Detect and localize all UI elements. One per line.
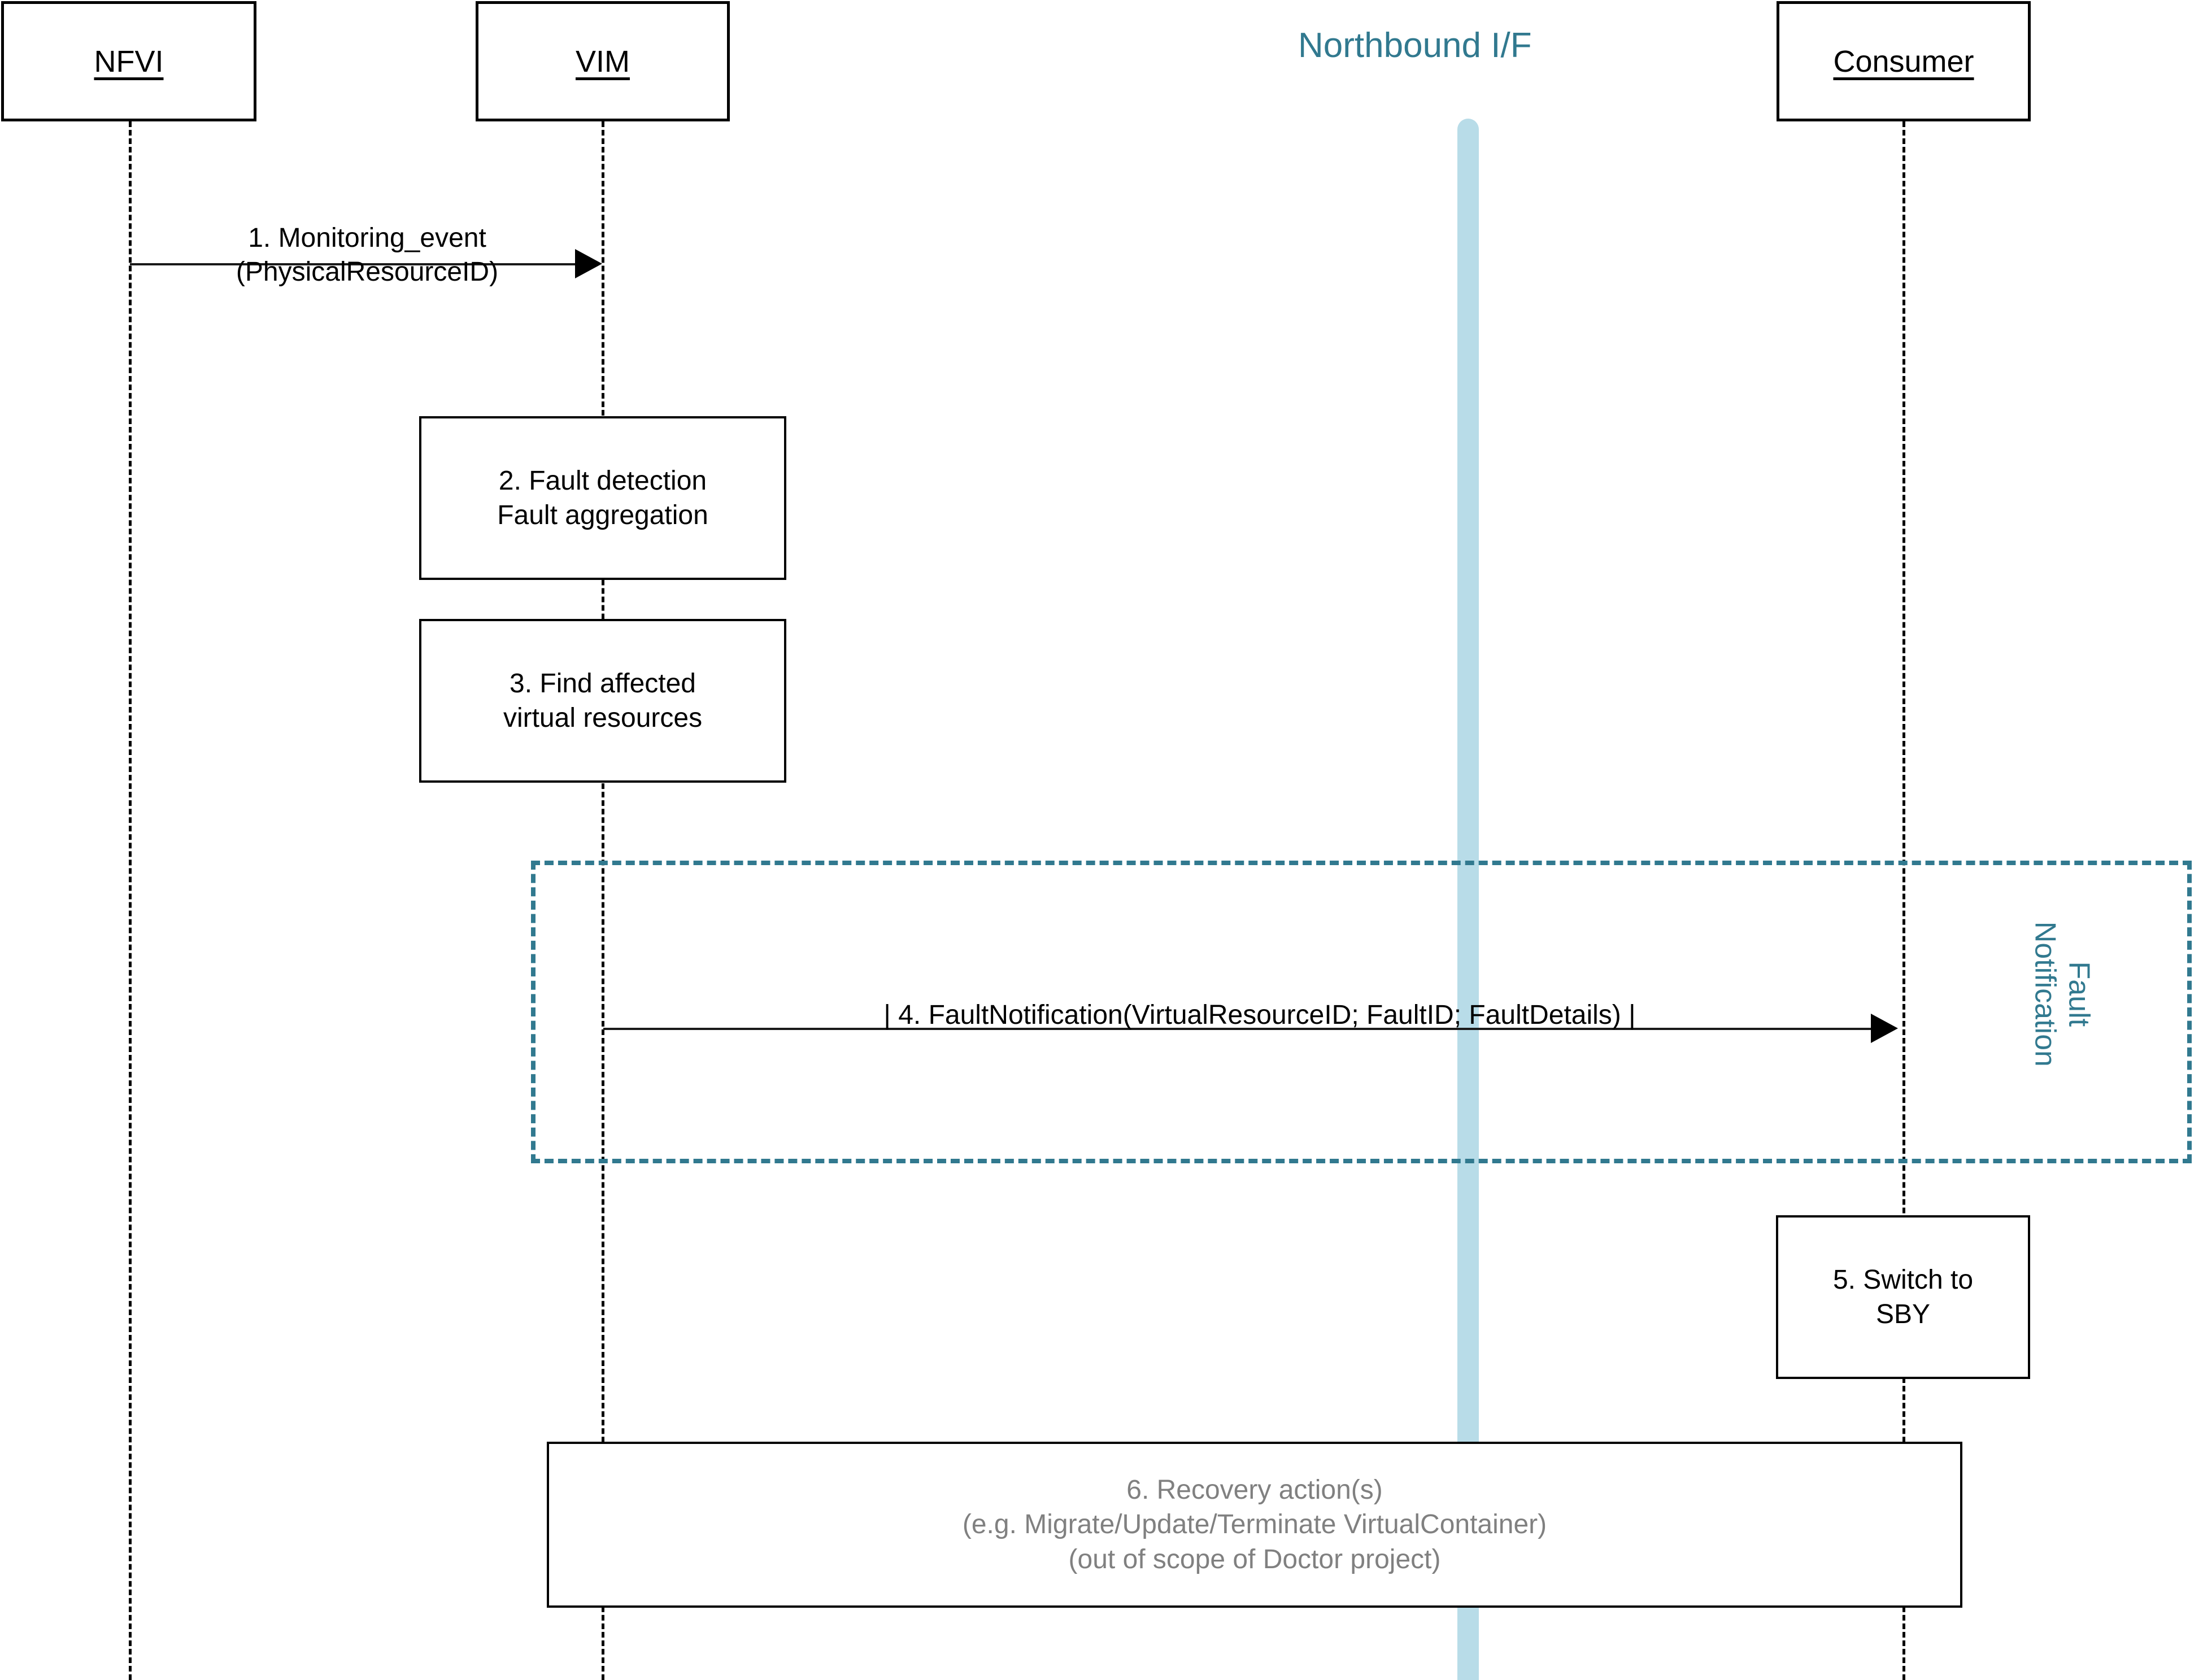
lifeline-vim — [602, 121, 604, 1680]
actor-box-nfvi[interactable]: NFVI — [1, 1, 256, 121]
message-1-arrowhead — [575, 249, 602, 278]
action-box-3-line1: 3. Find affected — [510, 668, 696, 699]
action-box-5-line1: 5. Switch to — [1832, 1264, 1974, 1295]
action-box-2-line1: 2. Fault detection — [498, 465, 707, 496]
action-box-3-line2: virtual resources — [503, 703, 703, 733]
actor-label-vim: VIM — [575, 44, 630, 78]
message-4-line — [603, 1028, 1874, 1030]
action-box-6-line1: 6. Recovery action(s) — [1126, 1474, 1383, 1505]
lifeline-nfvi — [129, 121, 132, 1680]
action-box-find-affected-resources[interactable]: 3. Find affected virtual resources — [419, 619, 786, 783]
message-4-arrowhead — [1871, 1014, 1898, 1043]
message-1-label: 1. Monitoring_event (PhysicalResourceID) — [169, 221, 565, 290]
action-box-recovery-actions[interactable]: 6. Recovery action(s) (e.g. Migrate/Upda… — [547, 1442, 1962, 1608]
northbound-interface-bar — [1457, 119, 1479, 1680]
action-box-6-line2: (e.g. Migrate/Update/Terminate VirtualCo… — [962, 1509, 1547, 1540]
message-4-label: | 4. FaultNotification(VirtualResourceID… — [667, 998, 1853, 1032]
fault-notification-fragment[interactable] — [531, 861, 2192, 1163]
action-box-switch-to-sby[interactable]: 5. Switch to SBY — [1776, 1215, 2030, 1379]
message-1-label-line2: (PhysicalResourceID) — [236, 257, 499, 287]
actor-box-consumer[interactable]: Consumer — [1777, 1, 2031, 121]
actor-box-vim[interactable]: VIM — [476, 1, 730, 121]
message-1-line — [130, 263, 582, 265]
action-box-2-line2: Fault aggregation — [497, 500, 708, 530]
fragment-label-line1: Fault — [2062, 961, 2096, 1027]
message-1-label-line1: 1. Monitoring_event — [248, 223, 486, 253]
fragment-label-line2: Notification — [2028, 921, 2061, 1067]
message-4-label-text: | 4. FaultNotification(VirtualResourceID… — [883, 1000, 1636, 1030]
action-box-6-line3: (out of scope of Doctor project) — [1068, 1544, 1441, 1574]
actor-label-nfvi: NFVI — [94, 44, 164, 78]
actor-label-consumer: Consumer — [1833, 44, 1974, 78]
lifeline-consumer — [1902, 121, 1905, 1680]
action-box-5-line2: SBY — [1875, 1299, 1931, 1329]
action-box-fault-detection[interactable]: 2. Fault detection Fault aggregation — [419, 416, 786, 580]
northbound-interface-title: Northbound I/F — [1298, 26, 1532, 65]
fault-notification-fragment-label: Fault Notification — [2028, 875, 2096, 1112]
